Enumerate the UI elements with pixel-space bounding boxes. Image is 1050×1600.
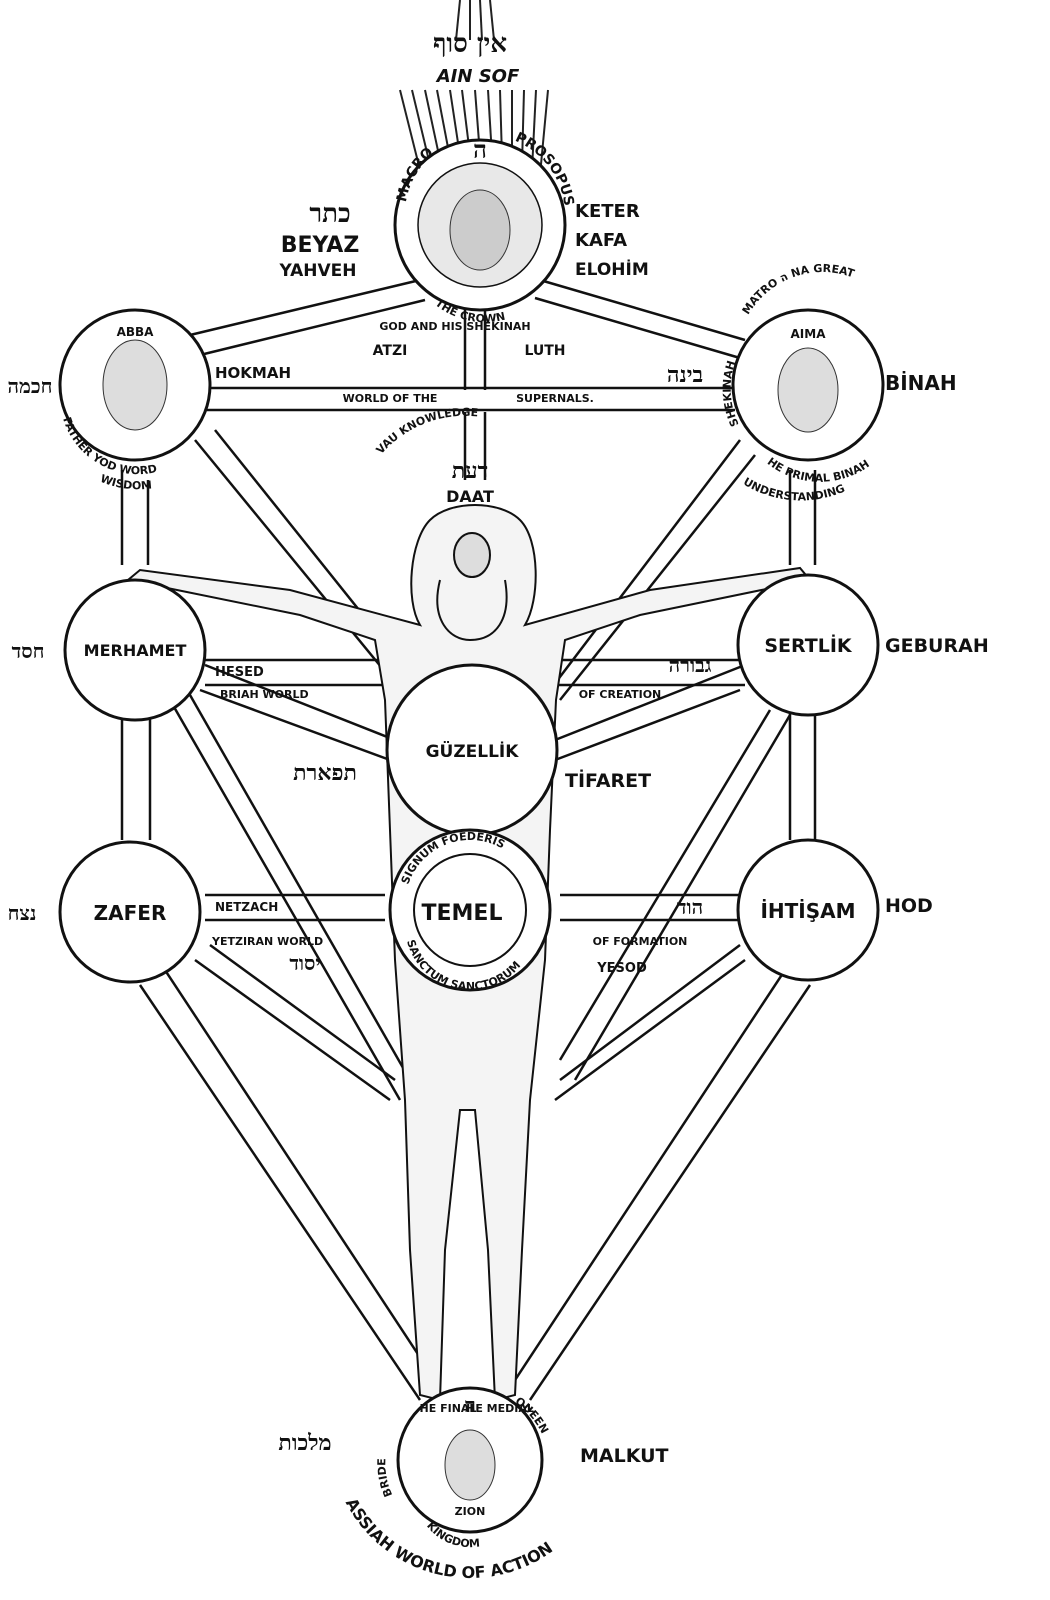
tifaret-hebrew: תפארת — [293, 760, 357, 786]
bride-label: BRIDE — [375, 1458, 395, 1499]
netzach-circle — [58, 840, 202, 984]
of-formation-label: OF FORMATION — [593, 935, 688, 948]
keter-label: KETER — [575, 201, 640, 222]
yetziran-label: YETZIRAN WORLD — [211, 935, 323, 948]
malkut-label: MALKUT — [580, 1445, 669, 1467]
hokmah-circle — [58, 308, 212, 462]
binah-label: BİNAH — [885, 371, 957, 395]
binah-circle — [731, 308, 885, 462]
ain-sof-label: AIN SOF — [435, 66, 520, 87]
supernals-label: SUPERNALS. — [516, 392, 594, 405]
elohim-label: ELOHİM — [575, 258, 649, 280]
keter-hebrew: כתר — [309, 199, 350, 229]
yesod-hebrew: יסוד — [289, 951, 320, 975]
zion-label: ZION — [455, 1505, 486, 1518]
luth-label: LUTH — [524, 343, 565, 359]
ancient-face-icon — [449, 189, 511, 271]
binah-hebrew: בינה — [667, 362, 703, 388]
sertlik-label: SERTLİK — [764, 633, 853, 657]
hesed-hebrew: חסד — [12, 639, 45, 663]
keter-circle — [393, 138, 567, 312]
world-of-the-label: WORLD OF THE — [343, 392, 438, 405]
abba-label: ABBA — [117, 325, 155, 339]
malkut-hebrew: מלכות — [278, 1430, 331, 1456]
kafa-label: KAFA — [575, 230, 627, 251]
atzi-label: ATZI — [373, 343, 408, 359]
briah-label: BRIAH WORLD — [220, 688, 309, 701]
ain-sof-hebrew: אין סוף — [433, 29, 507, 59]
netzach-label: NETZACH — [215, 900, 278, 914]
geburah-circle — [736, 573, 880, 717]
yesod-label: YESOD — [596, 961, 647, 976]
hod-label: HOD — [885, 895, 933, 917]
he-medial-label: HE MEDIAL — [466, 1402, 534, 1415]
daat-hebrew: דעת — [452, 458, 488, 484]
hesed-circle — [63, 578, 207, 722]
hokmah-label: HOKMAH — [215, 364, 291, 382]
crown-letter: ה — [473, 135, 487, 164]
tifaret-label: TİFARET — [565, 768, 651, 792]
hod-hebrew: הוד — [677, 895, 703, 919]
vau-knowledge-label: VAU KNOWLEDGE — [374, 406, 479, 457]
he-final-label: HE FINAL — [420, 1402, 477, 1415]
geburah-hebrew: גבורה — [669, 653, 712, 677]
mother-face-icon — [777, 347, 839, 433]
tree-paths — [120, 278, 817, 1401]
hokmah-hebrew: חכמה — [8, 374, 53, 398]
aima-label: AIMA — [791, 327, 827, 341]
geburah-label: GEBURAH — [885, 635, 989, 657]
yahveh-label: YAHVEH — [278, 261, 356, 281]
hesed-label: HESED — [215, 665, 264, 680]
of-creation-label: OF CREATION — [579, 688, 662, 701]
guzellik-label: GÜZELLİK — [426, 740, 520, 762]
god-shekinah-label: GOD AND HIS SHEKINAH — [379, 320, 530, 333]
merhamet-label: MERHAMET — [84, 641, 187, 660]
malkut-circle — [396, 1386, 544, 1534]
temel-label: TEMEL — [422, 901, 503, 926]
ihtisam-label: İHTİŞAM — [760, 899, 855, 923]
zafer-label: ZAFER — [94, 901, 167, 925]
netzach-hebrew: נצח — [8, 901, 37, 925]
yesod-circle — [388, 828, 552, 992]
bride-face-icon — [444, 1429, 496, 1501]
beyaz-label: BEYAZ — [281, 233, 360, 258]
father-face-icon — [102, 339, 168, 431]
daat-label: DAAT — [446, 487, 494, 506]
matro-label: MATRO ה NA GREAT — [740, 262, 857, 317]
hod-circle — [736, 838, 880, 982]
malkut-he-letter: ה — [464, 1393, 476, 1417]
